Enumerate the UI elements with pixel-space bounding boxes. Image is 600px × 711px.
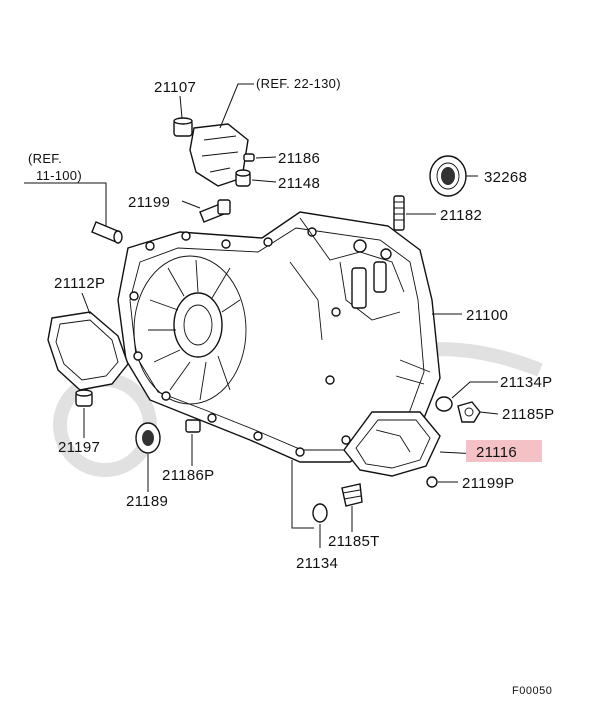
part-label: 21112P <box>54 275 105 292</box>
part-21134-washer <box>312 503 328 523</box>
highlight-box <box>466 440 542 462</box>
transmission-case <box>117 211 441 463</box>
part-label: 21148 <box>278 175 320 192</box>
part-label: 21189 <box>126 493 168 510</box>
switch-assembly <box>189 123 249 187</box>
part-label: 21186P <box>162 467 214 484</box>
part-label: 21185T <box>328 533 380 550</box>
part-label: 21199P <box>462 475 514 492</box>
part-label: 21134 <box>296 555 338 572</box>
part-21182-stud <box>393 195 405 231</box>
part-21112P-cover <box>47 311 129 391</box>
part-21199P-bolt <box>426 476 438 488</box>
part-label: 21134P <box>500 374 552 391</box>
part-label: 32268 <box>484 169 527 186</box>
part-21189-seal <box>135 422 161 454</box>
part-21199-bolt <box>199 199 231 223</box>
part-label: 21100 <box>466 307 508 324</box>
part-11-100-pin <box>91 221 123 244</box>
part-label: 21185P <box>502 406 554 423</box>
part-label: 21182 <box>440 207 482 224</box>
part-21107-cap <box>173 117 193 137</box>
part-label: 21199 <box>128 194 170 211</box>
part-21148-bushing <box>235 169 251 187</box>
part-21186-pin <box>243 153 255 162</box>
part-21185T-plug <box>341 483 363 507</box>
figure-code: F00050 <box>512 685 552 697</box>
part-32268-oil-seal <box>429 155 467 197</box>
reference-label: (REF. <box>28 151 62 166</box>
part-21116-oil-pan <box>343 411 441 477</box>
part-21186P-pin <box>185 419 201 433</box>
part-label: 21107 <box>154 79 196 96</box>
part-label: 21197 <box>58 439 100 456</box>
part-label: 21116 <box>476 444 517 461</box>
part-21197-bushing <box>75 389 93 407</box>
part-21134P-washer <box>435 396 453 412</box>
part-21185P-plug <box>457 401 481 423</box>
reference-label: 11-100) <box>36 168 82 183</box>
reference-label: (REF. 22-130) <box>256 76 341 91</box>
part-label: 21186 <box>278 150 320 167</box>
